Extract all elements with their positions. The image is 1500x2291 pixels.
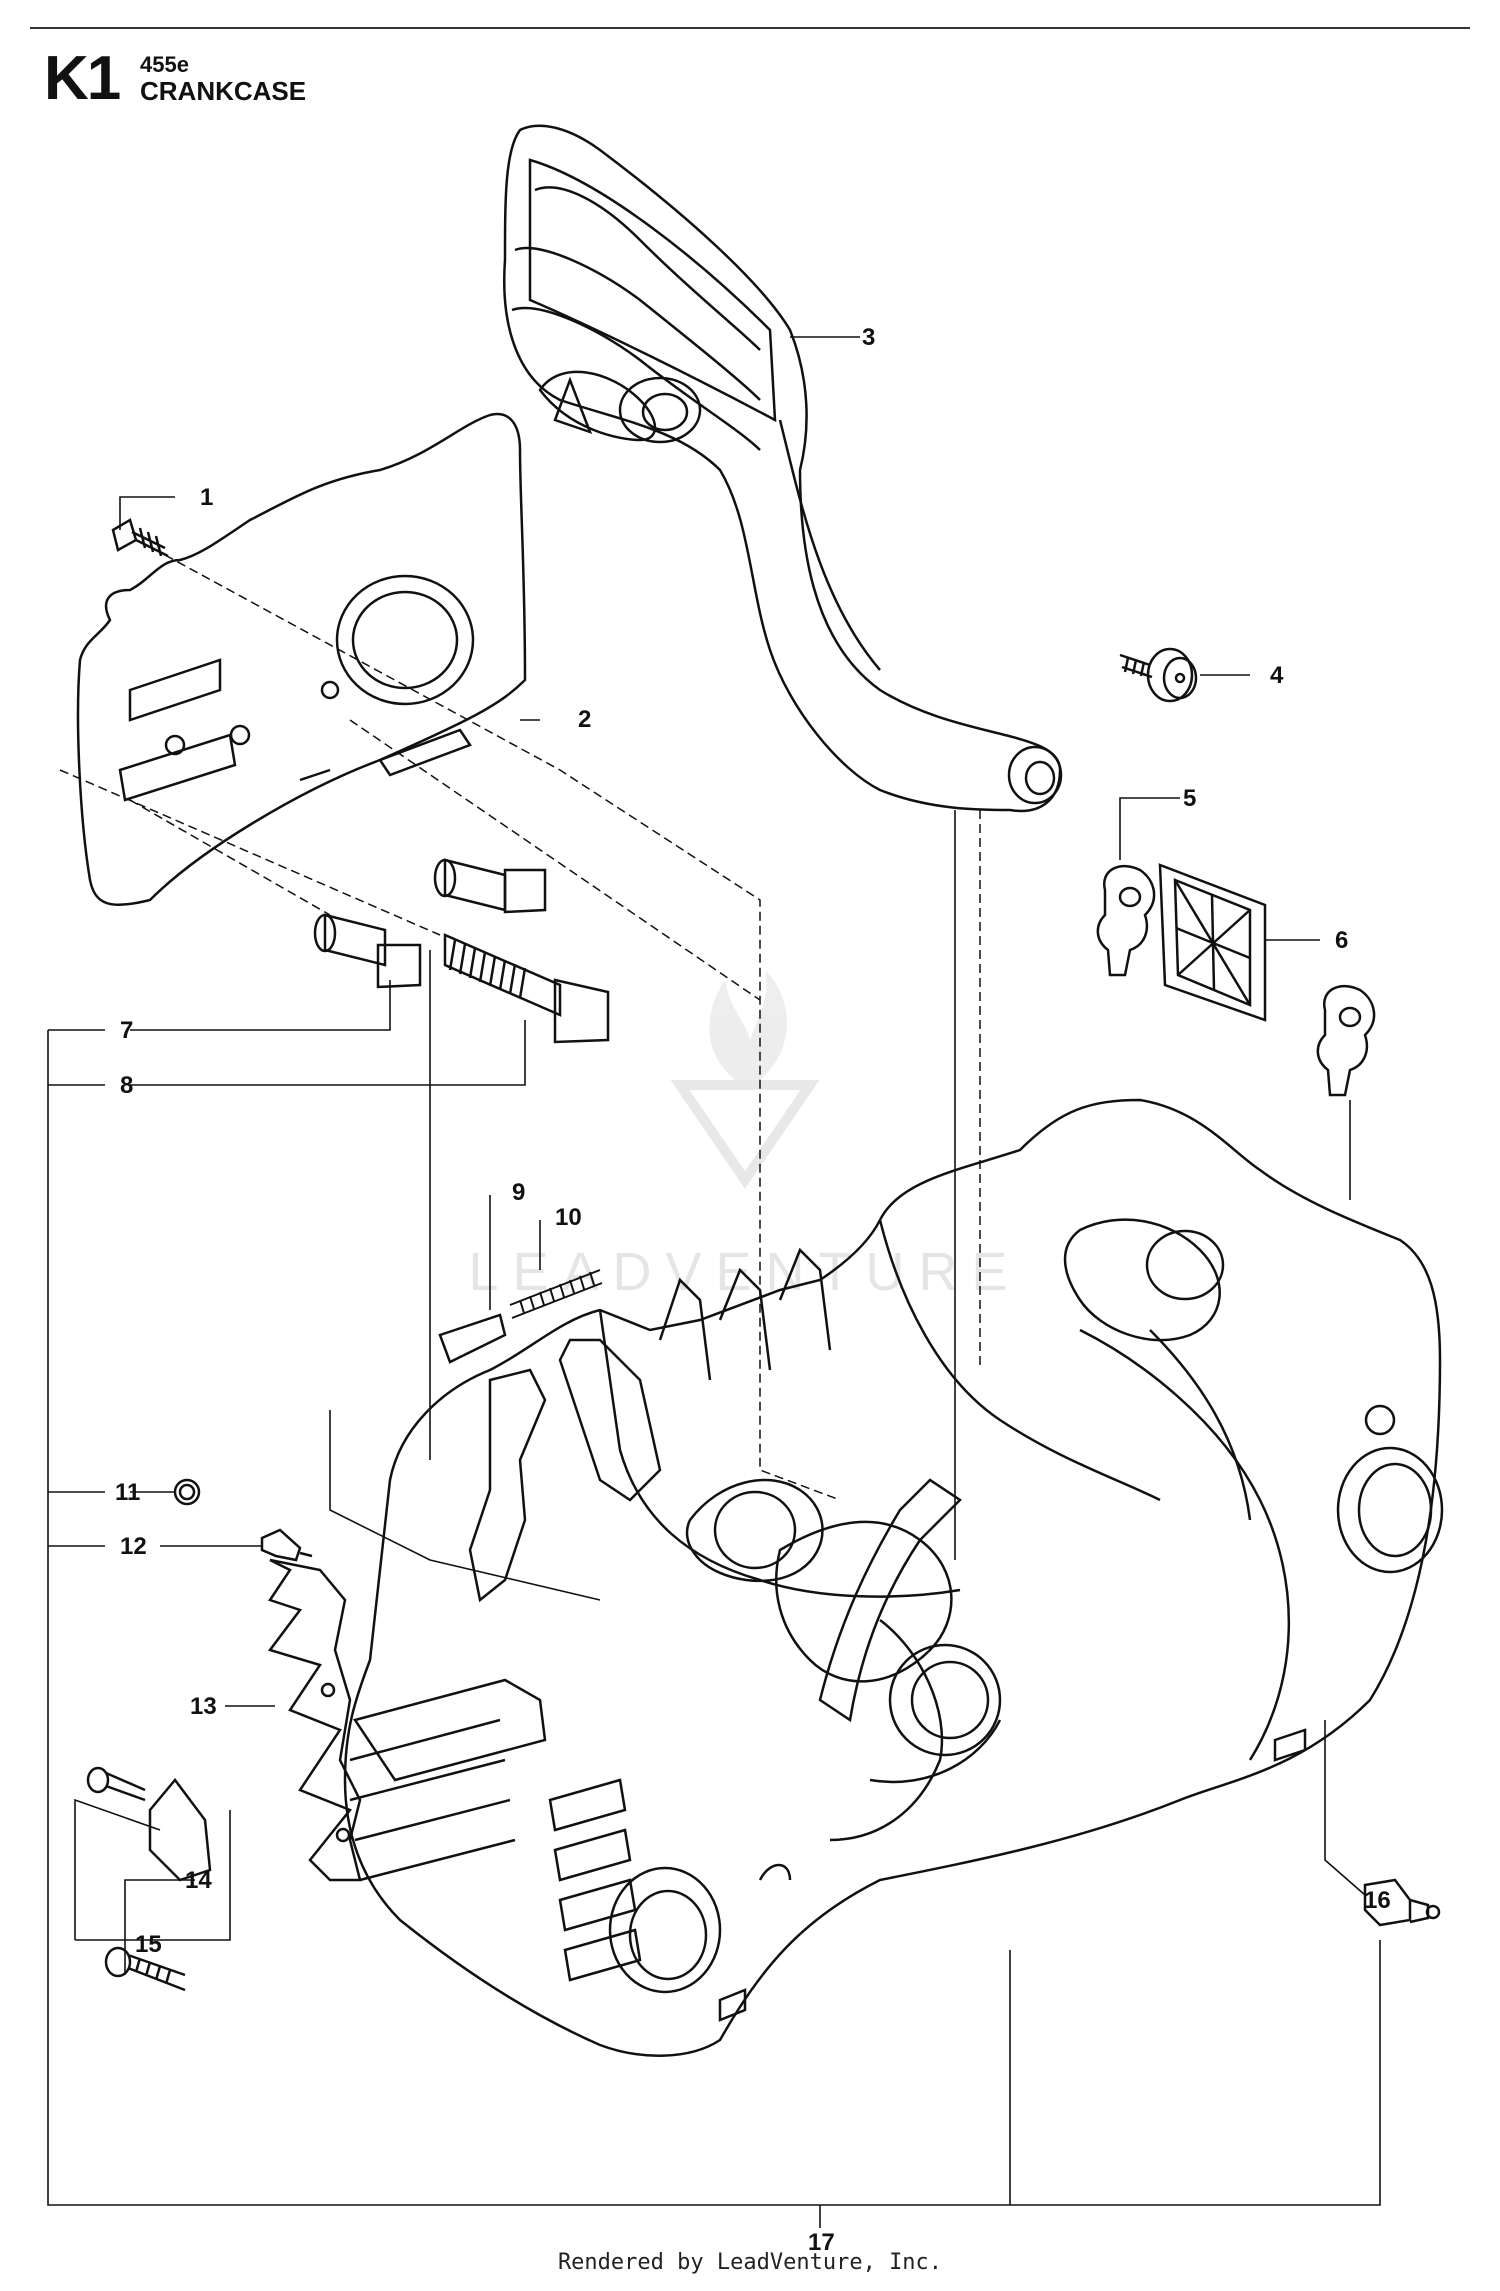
callout-10: 10	[555, 1204, 582, 1231]
part-spring-10	[509, 1269, 603, 1319]
callout-2: 2	[578, 706, 591, 733]
diagram-title: CRANKCASE	[140, 76, 307, 106]
part-nipple-12	[260, 1528, 313, 1562]
part-screw-15	[86, 1766, 212, 1882]
leader-lines	[47, 336, 1381, 2228]
part-plug-11	[173, 1478, 201, 1506]
callout-labels: 1 2 3 4 5 6 7 8 9 10 11 12 13 14 15 16 1…	[115, 324, 1391, 2256]
callout-15: 15	[135, 1931, 162, 1958]
callout-7: 7	[120, 1017, 133, 1044]
callout-6: 6	[1335, 927, 1348, 954]
part-pawl-9	[438, 1313, 507, 1364]
footer-credit: Rendered by LeadVenture, Inc.	[557, 2250, 943, 2275]
callout-17: 17	[808, 2229, 835, 2256]
part-filter-6	[1158, 863, 1267, 1022]
alignment-lines	[59, 554, 981, 1501]
part-buffer-5	[1096, 864, 1156, 977]
part-crankcase	[343, 1098, 1444, 2057]
part-handle	[503, 124, 1063, 813]
callout-8: 8	[120, 1072, 133, 1099]
part-stud-b	[313, 913, 422, 989]
part-screw-4	[1119, 647, 1198, 703]
part-bolt-8	[443, 933, 610, 1044]
part-buffer-16	[1363, 1878, 1441, 1927]
callout-14: 14	[185, 1867, 212, 1894]
watermark-logo: LEADVENTURE	[468, 970, 1008, 1302]
part-screw-14	[104, 1946, 186, 1992]
part-spike-13	[267, 1558, 362, 1882]
part-stud-a	[433, 858, 547, 914]
callout-16: 16	[1364, 1887, 1391, 1914]
callout-13: 13	[190, 1693, 217, 1720]
header-rule	[30, 27, 1470, 29]
callout-12: 12	[120, 1533, 147, 1560]
callout-4: 4	[1270, 662, 1284, 689]
section-code: K1	[44, 44, 121, 113]
part-screw-1	[111, 518, 169, 558]
callout-1: 1	[200, 484, 213, 511]
model-number: 455e	[140, 52, 189, 77]
callout-3: 3	[862, 324, 875, 351]
part-buffer-5b	[1316, 984, 1376, 1097]
callout-5: 5	[1183, 785, 1196, 812]
callout-11: 11	[115, 1479, 140, 1506]
part-chain-guard	[76, 412, 527, 907]
callout-9: 9	[512, 1179, 525, 1206]
